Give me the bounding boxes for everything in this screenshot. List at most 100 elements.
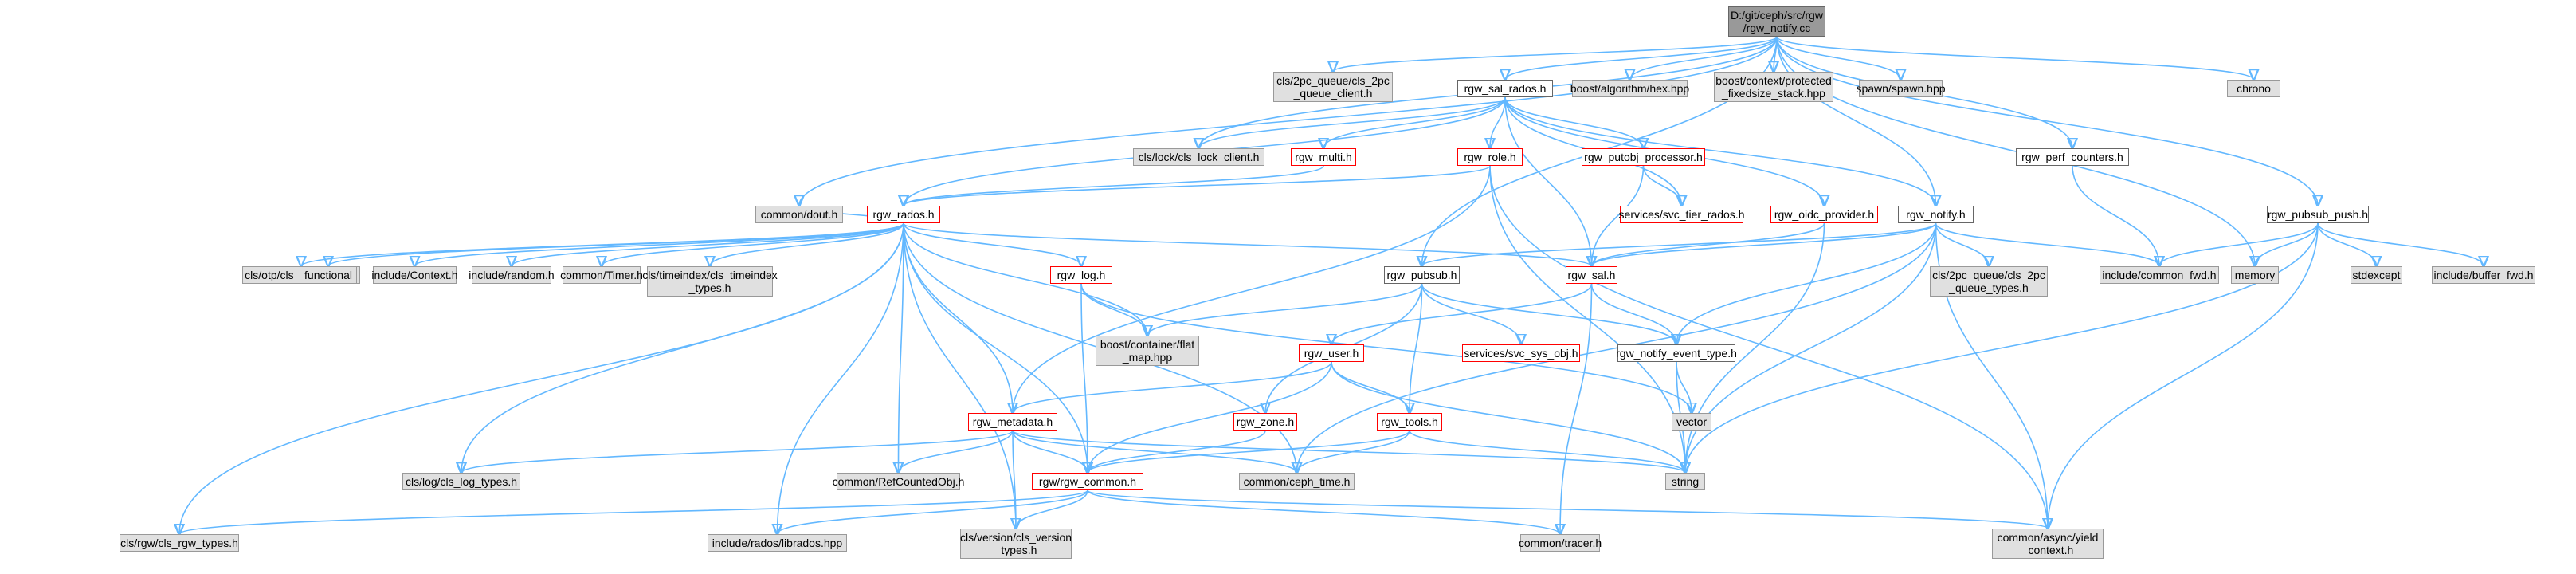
edge-sal_rados-to-cls_lock (1199, 96, 1506, 148)
node-spawn[interactable]: spawn/spawn.hpp (1856, 80, 1946, 97)
node-boost-hex[interactable]: boost/algorithm/hex.hpp (1570, 80, 1689, 97)
edge-rgw_notify_h-to-common_fwd (1935, 222, 2160, 266)
node-rgw-zone[interactable]: rgw_zone.h (1233, 413, 1297, 431)
edge-pubsub_push-to-buffer_fwd (2317, 222, 2484, 266)
edge-rgw_notify_h-to-rgw_sal (1592, 222, 1937, 266)
edge-rgw_user-to-rgw_metadata (1013, 361, 1332, 413)
edge-root-to-sal_rados (1505, 36, 1778, 80)
edge-rgw_rados-to-timer (602, 222, 904, 266)
edge-rgw_tools-to-rgw_common (1088, 430, 1410, 473)
edge-rgw_notify_h-to-event_type (1676, 222, 1937, 344)
edge-rgw_sal-to-rgw_user (1331, 283, 1593, 344)
node-cls-timeindex-types[interactable]: cls/timeindex/cls_timeindex _types.h (642, 266, 778, 297)
node-rgw-perf-counters[interactable]: rgw_perf_counters.h (2016, 148, 2129, 166)
node-rgw-log[interactable]: rgw_log.h (1050, 266, 1112, 284)
node-cls-lock-client[interactable]: cls/lock/cls_lock_client.h (1133, 148, 1264, 166)
node-common-tracer[interactable]: common/tracer.h (1519, 534, 1602, 552)
edge-rgw_rados-to-librados (778, 222, 904, 534)
edge-pubsub_push-to-yield (2048, 222, 2319, 529)
node-rgw-multi[interactable]: rgw_multi.h (1291, 148, 1356, 166)
node-include-common-fwd[interactable]: include/common_fwd.h (2100, 266, 2219, 284)
node-common-ceph-time[interactable]: common/ceph_time.h (1239, 473, 1355, 490)
edge-rgw_tools-to-string (1409, 430, 1685, 473)
edge-rgw_rados-to-rgw_sal (903, 222, 1592, 266)
node-rgw-common[interactable]: rgw/rgw_common.h (1032, 473, 1143, 490)
node-rgw-notify-h[interactable]: rgw_notify.h (1898, 206, 1974, 223)
node-rgw-sal[interactable]: rgw_sal.h (1566, 266, 1617, 284)
edge-rgw_rados-to-refcounted (899, 222, 904, 473)
edge-pubsub-to-rgw_tools (1410, 283, 1423, 413)
node-cls-version-types[interactable]: cls/version/cls_version _types.h (960, 529, 1072, 559)
node-rgw-oidc-provider[interactable]: rgw_oidc_provider.h (1770, 206, 1878, 223)
edge-rgw_rados-to-random (512, 222, 904, 266)
edge-rgw_common-to-librados (778, 489, 1088, 534)
node-rgw-sal-rados[interactable]: rgw_sal_rados.h (1457, 80, 1553, 97)
edge-rgw_metadata-to-refcounted (899, 430, 1014, 473)
node-include-context[interactable]: include/Context.h (371, 266, 458, 284)
node-rgw-user[interactable]: rgw_user.h (1299, 344, 1364, 362)
edge-rgw_notify_h-to-ceph_time (1297, 222, 1937, 473)
edge-rgw_common-to-tracer (1087, 489, 1560, 534)
node-svc-tier-rados[interactable]: services/svc_tier_rados.h (1619, 206, 1744, 223)
edge-rgw_log-to-flat_map (1080, 283, 1147, 336)
edge-rgw_zone-to-rgw_common (1088, 430, 1266, 473)
node-functional[interactable]: functional (300, 266, 357, 284)
edge-root-to-dout (799, 36, 1778, 206)
node-stdexcept[interactable]: stdexcept (2351, 266, 2402, 284)
edge-rgw_role-to-yield (1489, 165, 2048, 529)
node-include-buffer-fwd[interactable]: include/buffer_fwd.h (2432, 266, 2535, 284)
node-memory[interactable]: memory (2231, 266, 2279, 284)
edge-rgw_user-to-rgw_common (1088, 361, 1332, 473)
edge-rgw_user-to-rgw_tools (1331, 361, 1410, 413)
node-common-dout[interactable]: common/dout.h (755, 206, 843, 223)
edge-rgw_role-to-rgw_metadata (1013, 165, 1491, 413)
node-cls-2pc-queue-types[interactable]: cls/2pc_queue/cls_2pc _queue_types.h (1930, 266, 2048, 297)
node-include-random[interactable]: include/random.h (469, 266, 555, 284)
edge-root-to-chrono (1776, 36, 2254, 80)
edge-pubsub-to-event_type (1421, 283, 1677, 344)
edge-oidc-to-rgw_sal (1592, 222, 1825, 266)
node-chrono[interactable]: chrono (2227, 80, 2280, 97)
edge-rgw_rados-to-cls_timeindex (710, 222, 904, 266)
node-cls-rgw-types[interactable]: cls/rgw/cls_rgw_types.h (120, 534, 239, 552)
node-rgw-role[interactable]: rgw_role.h (1457, 148, 1523, 166)
edge-rgw_rados-to-rgw_log (903, 222, 1081, 266)
edge-rgw_common-to-cls_rgw (179, 489, 1088, 534)
edge-sal_rados-to-rgw_sal (1504, 96, 1592, 266)
edge-rgw_metadata-to-cls_log (461, 430, 1014, 473)
node-vector[interactable]: vector (1672, 413, 1711, 431)
node-rgw-notify-event-type[interactable]: rgw_notify_event_type.h (1616, 344, 1737, 362)
edge-rgw_rados-to-cls_rgw (179, 222, 904, 534)
node-include-librados[interactable]: include/rados/librados.hpp (708, 534, 847, 552)
node-string[interactable]: string (1665, 473, 1705, 490)
edge-root-to-boost_hex (1630, 36, 1778, 80)
node-svc-sys-obj[interactable]: services/svc_sys_obj.h (1462, 344, 1580, 362)
node-rgw-pubsub-push[interactable]: rgw_pubsub_push.h (2267, 206, 2369, 223)
node-cls-log-types[interactable]: cls/log/cls_log_types.h (402, 473, 520, 490)
node-rgw-metadata[interactable]: rgw_metadata.h (968, 413, 1057, 431)
edge-rgw_common-to-cls_version (1016, 489, 1088, 529)
edge-rgw_metadata-to-string (1012, 430, 1685, 473)
edge-rgw_rados-to-functional (328, 222, 904, 266)
edge-rgw_user-to-string (1331, 361, 1685, 473)
edge-rgw_rados-to-rgw_common (903, 222, 1088, 473)
node-rgw-rados[interactable]: rgw_rados.h (867, 206, 940, 223)
edge-perf-to-common_fwd (2072, 165, 2159, 266)
edge-rgw_rados-to-cls_version (903, 222, 1016, 529)
node-rgw-putobj-processor[interactable]: rgw_putobj_processor.h (1582, 148, 1705, 166)
edge-rgw_metadata-to-ceph_time (1012, 430, 1297, 473)
node-common-yield-context[interactable]: common/async/yield _context.h (1992, 529, 2104, 559)
node-rgw-tools[interactable]: rgw_tools.h (1377, 413, 1442, 431)
edge-rgw_notify_h-to-pubsub (1422, 222, 1937, 266)
node-common-refcountedobj[interactable]: common/RefCountedObj.h (833, 473, 964, 490)
node-rgw-pubsub[interactable]: rgw_pubsub.h (1384, 266, 1460, 284)
node-common-timer[interactable]: common/Timer.h (560, 266, 643, 284)
node-cls-2pc-queue-client[interactable]: cls/2pc_queue/cls_2pc _queue_client.h (1273, 72, 1393, 102)
node-boost-flat-map[interactable]: boost/container/flat _map.hpp (1096, 336, 1199, 366)
node-boost-fixedsize-stack[interactable]: boost/context/protected _fixedsize_stack… (1714, 72, 1833, 102)
node-rgw-notify-cc[interactable]: D:/git/ceph/src/rgw /rgw_notify.cc (1728, 6, 1825, 37)
edge-rgw_rados-to-flat_map (903, 222, 1147, 336)
edge-rgw_notify_h-to-cls2pc_types (1935, 222, 1990, 266)
edge-sal_rados-to-putobj (1504, 96, 1644, 148)
